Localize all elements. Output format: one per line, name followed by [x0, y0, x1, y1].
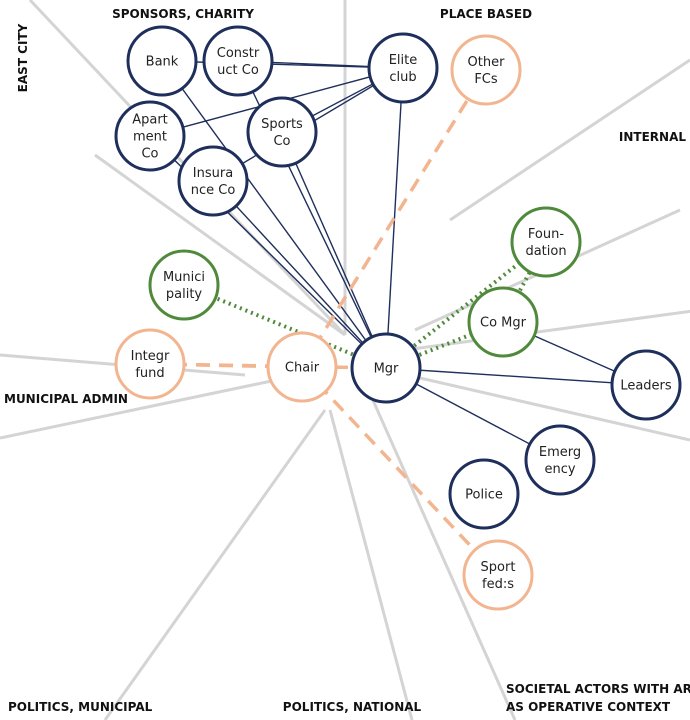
node-label-sports: Co — [273, 134, 290, 149]
node-insurance[interactable]: Insura nce Co — [177, 145, 249, 217]
node-label-police: Police — [465, 488, 503, 503]
edge-mgr-sports — [281, 131, 387, 369]
node-circle-mgr — [350, 332, 422, 404]
node-circle-apartment — [114, 100, 186, 172]
sector-label-east-city: EAST CITY — [16, 23, 30, 92]
node-label-integr: Integr — [131, 349, 170, 364]
node-elite[interactable]: Elite club — [367, 32, 439, 104]
node-label-otherfcs: FCs — [474, 72, 498, 87]
edge-mgr-bank — [161, 60, 387, 369]
edge-mgr-insurance — [212, 180, 387, 369]
node-circle-municipality — [148, 249, 220, 321]
node-circle-sports — [246, 96, 318, 168]
sector-label-politics-national: POLITICS, NATIONAL — [283, 700, 422, 714]
node-chair[interactable]: Chair — [266, 331, 338, 403]
sector-label-societal-2: AS OPERATIVE CONTEXT — [506, 700, 671, 714]
node-label-elite: Elite — [389, 53, 418, 68]
edge-mgr-municipality — [183, 283, 387, 370]
sector-divider-line — [94, 153, 346, 337]
node-emergency[interactable]: Emerg ency — [524, 424, 596, 496]
node-label-bank: Bank — [146, 55, 179, 70]
node-bank[interactable]: Bank — [126, 25, 198, 97]
node-label-municipality: pality — [166, 287, 203, 302]
node-circle-integr — [114, 328, 186, 400]
node-circle-construct — [202, 25, 274, 97]
edge-mgr-leaders — [385, 367, 647, 386]
node-label-leaders: Leaders — [620, 379, 672, 394]
node-label-municipality: Munici — [163, 270, 205, 285]
edge-chair-sportfeds — [300, 365, 500, 577]
node-label-foundation: dation — [525, 244, 566, 259]
node-foundation[interactable]: Foun-dation — [510, 206, 582, 278]
sector-divider-line — [370, 397, 517, 720]
sector-labels: EAST CITY SPONSORS, CHARITY PLACE BASED INT… — [4, 7, 690, 714]
node-mgr[interactable]: Mgr — [350, 332, 422, 404]
sector-label-societal-1: SOCIETAL ACTORS WITH AREA — [506, 682, 690, 696]
sector-label-municipal-admin: MUNICIPAL ADMIN — [4, 392, 128, 406]
node-label-elite: club — [389, 70, 416, 85]
node-label-emergency: ency — [544, 462, 575, 477]
node-circle-insurance — [177, 145, 249, 217]
node-circle-chair — [266, 331, 338, 403]
sector-label-internal: INTERNAL — [619, 130, 686, 144]
node-circle-police — [448, 458, 520, 530]
node-leaders[interactable]: Leaders — [610, 349, 682, 421]
node-circle-elite — [367, 32, 439, 104]
node-integr[interactable]: Integr fund — [114, 328, 186, 400]
node-label-emergency: Emerg — [539, 445, 581, 460]
node-label-otherfcs: Other — [468, 55, 506, 70]
node-label-foundation: Foun- — [528, 227, 564, 242]
sector-label-politics-municipal: POLITICS, MUNICIPAL — [8, 700, 153, 714]
node-label-sportfeds: fed:s — [482, 577, 514, 592]
sector-divider-line — [328, 409, 414, 720]
node-police[interactable]: Police — [448, 458, 520, 530]
node-label-comgr: Co Mgr — [480, 316, 527, 331]
node-label-sportfeds: Sport — [481, 560, 516, 575]
node-label-apartment: Apart — [132, 113, 168, 128]
node-construct[interactable]: Constr uct Co — [202, 25, 274, 97]
node-circle-bank — [126, 25, 198, 97]
sector-divider-line — [0, 373, 301, 440]
node-label-insurance: Insura — [193, 166, 233, 181]
sector-divider-line — [449, 58, 690, 222]
node-label-sports: Sports — [261, 117, 303, 132]
node-sportfeds[interactable]: Sport fed:s — [462, 539, 534, 611]
edge-chair-otherfcs — [300, 69, 488, 368]
sector-divider-line — [419, 376, 690, 442]
node-circle-foundation — [510, 206, 582, 278]
node-municipality[interactable]: Munici pality — [148, 249, 220, 321]
sector-label-sponsors: SPONSORS, CHARITY — [112, 7, 254, 21]
node-comgr[interactable]: Co Mgr — [467, 286, 539, 358]
node-label-insurance: nce Co — [191, 183, 236, 198]
edge-mgr-elite — [385, 67, 404, 369]
node-circle-otherfcs — [450, 34, 522, 106]
sector-label-place-based: PLACE BASED — [440, 7, 532, 21]
node-circle-emergency — [524, 424, 596, 496]
sector-divider-line — [103, 409, 327, 720]
node-label-apartment: Co — [141, 147, 158, 162]
node-label-chair: Chair — [285, 361, 320, 376]
node-circle-sportfeds — [462, 539, 534, 611]
node-label-construct: uct Co — [217, 63, 259, 78]
node-label-construct: Constr — [217, 46, 260, 61]
node-label-integr: fund — [135, 366, 164, 381]
node-circle-comgr — [467, 286, 539, 358]
node-label-apartment: ment — [133, 130, 167, 145]
node-circle-leaders — [610, 349, 682, 421]
node-label-mgr: Mgr — [374, 362, 399, 377]
